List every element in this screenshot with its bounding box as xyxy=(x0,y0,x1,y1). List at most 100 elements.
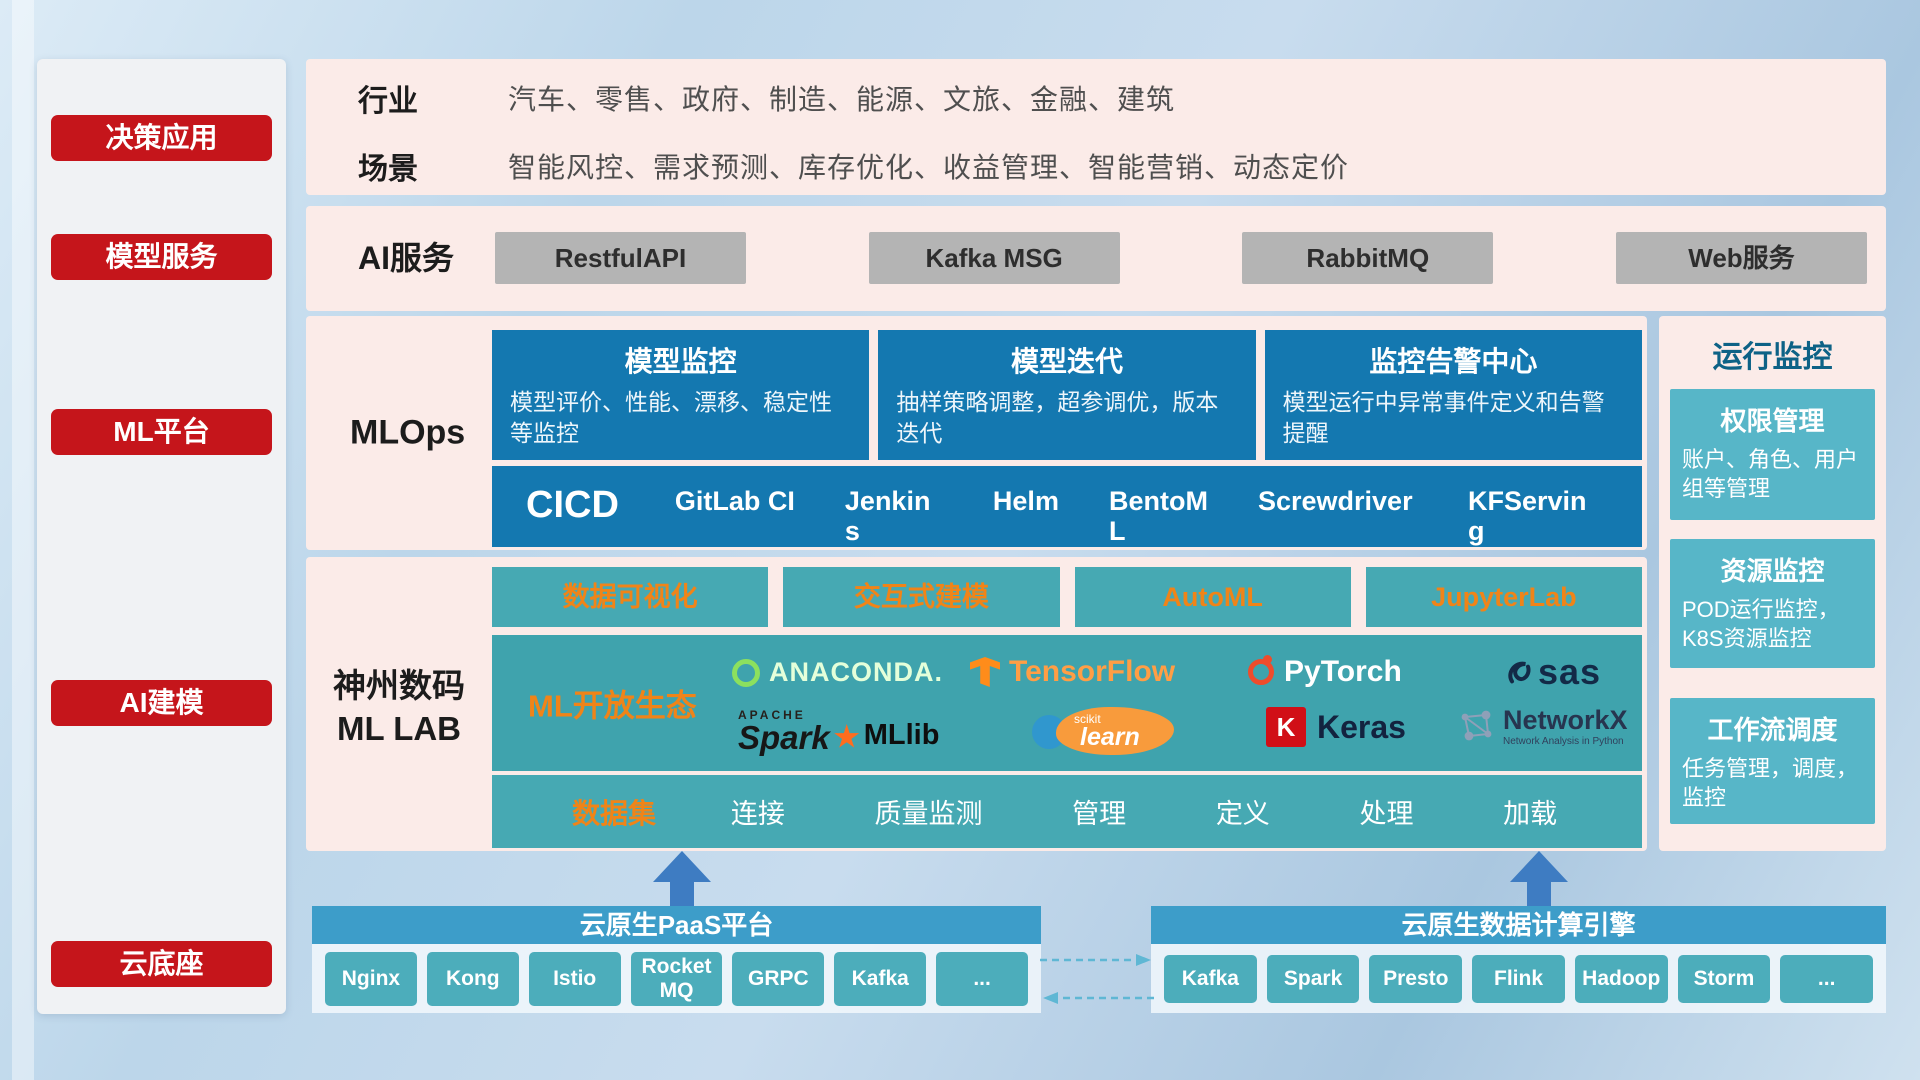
sas-logo: sas xyxy=(1504,651,1601,693)
tool-interactive-modeling: 交互式建模 xyxy=(783,567,1060,627)
sidebar-item-ml-platform: ML平台 xyxy=(51,409,272,455)
paas-grpc: GRPC xyxy=(732,951,825,1006)
cicd-gitlab-ci: GitLab CI xyxy=(674,486,795,516)
anaconda-text: ANACONDA. xyxy=(769,657,943,687)
anaconda-icon xyxy=(732,658,760,687)
scikit-learn-logo: scikit learn xyxy=(1032,705,1190,757)
tool-data-visualization: 数据可视化 xyxy=(492,567,769,627)
sidebar-item-cloud-base: 云底座 xyxy=(51,941,272,987)
engine-more: ... xyxy=(1780,954,1874,1003)
dataset-bar: 数据集 连接 质量监测 管理 定义 处理 加载 xyxy=(492,775,1642,848)
cicd-screwdriver: Screwdriver xyxy=(1257,486,1413,516)
dataset-load: 加载 xyxy=(1503,799,1558,829)
sas-text: sas xyxy=(1538,651,1602,692)
workflow-body: 任务管理，调度，监控 xyxy=(1682,756,1859,811)
paas-istio: Istio xyxy=(528,951,621,1006)
data-engine-section: 云原生数据计算引擎 Kafka Spark Presto Flink Hadoo… xyxy=(1151,906,1886,1013)
model-iteration-body: 抽样策略调整，超参调优，版本迭代 xyxy=(896,389,1219,447)
model-monitor-card: 模型监控 模型评价、性能、漂移、稳定性等监控 xyxy=(492,330,870,460)
cicd-items: GitLab CI Jenkins Helm BentoML Screwdriv… xyxy=(675,486,1642,546)
paas-nginx: Nginx xyxy=(325,951,417,1006)
dataset-process: 处理 xyxy=(1359,799,1414,829)
dataset-items: 连接 质量监测 管理 定义 处理 加载 xyxy=(656,792,1642,831)
ml-lab-label-line1: 神州数码 xyxy=(333,667,465,704)
dataset-connect: 连接 xyxy=(730,799,785,829)
permission-body: 账户、角色、用户组等管理 xyxy=(1682,447,1859,502)
workflow-card: 工作流调度 任务管理，调度，监控 xyxy=(1670,698,1875,824)
ai-service-buttons: RestfulAPI Kafka MSG RabbitMQ Web服务 xyxy=(495,232,1867,284)
tensorflow-logo: TensorFlow xyxy=(970,655,1175,689)
networkx-text: NetworkX xyxy=(1503,705,1628,735)
alert-center-title: 监控告警中心 xyxy=(1369,346,1538,377)
resource-monitor-card: 资源监控 POD运行监控，K8S资源监控 xyxy=(1670,539,1875,668)
resource-monitor-body: POD运行监控，K8S资源监控 xyxy=(1682,597,1840,652)
pytorch-icon xyxy=(1248,655,1274,685)
paas-rocketmq: RocketMQ xyxy=(630,951,723,1006)
dataset-label: 数据集 xyxy=(572,797,657,829)
ml-lab-panel: 神州数码 ML LAB 数据可视化 交互式建模 AutoML JupyterLa… xyxy=(306,557,1647,851)
ai-service-kafka-msg: Kafka MSG xyxy=(868,232,1120,284)
cicd-bar: CICD GitLab CI Jenkins Helm BentoML Scre… xyxy=(492,466,1642,547)
keras-logo: K Keras xyxy=(1266,707,1406,747)
left-decor-strip xyxy=(12,0,34,1080)
keras-icon: K xyxy=(1266,707,1306,747)
dataset-quality: 质量监测 xyxy=(874,799,983,829)
cicd-kfserving: KFServing xyxy=(1468,486,1587,547)
paas-more: ... xyxy=(936,951,1029,1006)
cicd-helm: Helm xyxy=(992,486,1059,516)
ai-service-label: AI服务 xyxy=(358,240,455,276)
tool-automl: AutoML xyxy=(1074,567,1351,627)
cicd-title: CICD xyxy=(526,484,619,526)
keras-text: Keras xyxy=(1317,708,1406,745)
ml-lab-label-line2: ML LAB xyxy=(336,709,462,747)
data-engine-up-arrow xyxy=(1510,851,1568,906)
industry-list: 汽车、零售、政府、制造、能源、文旅、金融、建筑 xyxy=(508,84,1176,115)
spark-text: Spark xyxy=(738,719,830,756)
permission-card: 权限管理 账户、角色、用户组等管理 xyxy=(1670,389,1875,520)
pytorch-logo: PyTorch xyxy=(1248,655,1402,689)
scikit-blob-icon xyxy=(1056,707,1174,755)
cloud-link-arrows xyxy=(1040,954,1154,1004)
runtime-monitor-panel: 运行监控 权限管理 账户、角色、用户组等管理 资源监控 POD运行监控，K8S资… xyxy=(1659,316,1886,851)
paas-kong: Kong xyxy=(426,951,519,1006)
pytorch-text: PyTorch xyxy=(1284,655,1402,688)
spark-apache-text: APACHE xyxy=(738,708,806,722)
anaconda-logo: ANACONDA. xyxy=(732,657,943,688)
runtime-monitor-title: 运行监控 xyxy=(1712,341,1833,374)
engine-storm: Storm xyxy=(1677,954,1771,1003)
engine-flink: Flink xyxy=(1472,954,1565,1003)
industry-label: 行业 xyxy=(358,85,418,118)
cicd-jenkins: Jenkins xyxy=(844,486,931,547)
paas-kafka: Kafka xyxy=(834,951,927,1006)
engine-hadoop: Hadoop xyxy=(1574,954,1668,1003)
alert-center-body: 模型运行中异常事件定义和告警提醒 xyxy=(1282,389,1605,447)
mllib-text: MLlib xyxy=(863,719,940,751)
sidebar-item-ai-modeling: AI建模 xyxy=(51,680,272,726)
scikit-top-text: scikit xyxy=(1074,712,1101,726)
dataset-manage: 管理 xyxy=(1072,799,1127,829)
paas-up-arrow xyxy=(653,851,711,906)
engine-kafka: Kafka xyxy=(1164,954,1257,1003)
sidebar-item-decision-apps: 决策应用 xyxy=(51,115,272,161)
mlops-panel: MLOps 模型监控 模型评价、性能、漂移、稳定性等监控 模型迭代 抽样策略调整… xyxy=(306,316,1647,550)
ml-ecosystem-box: ML开放生态 ANACONDA. TensorFlow PyTorch sas xyxy=(492,635,1642,771)
paas-title: 云原生PaaS平台 xyxy=(312,906,1041,944)
paas-section: 云原生PaaS平台 Nginx Kong Istio RocketMQ GRPC… xyxy=(312,906,1041,1013)
mlops-label: MLOps xyxy=(350,413,466,452)
model-monitor-title: 模型监控 xyxy=(624,346,737,377)
workflow-title: 工作流调度 xyxy=(1707,715,1838,745)
cicd-bentoml: BentoML xyxy=(1108,486,1208,547)
scikit-learn-text: learn xyxy=(1080,723,1140,751)
ml-ecosystem-label: ML开放生态 xyxy=(528,688,697,724)
networkx-logo: NetworkX Network Analysis in Python xyxy=(1458,705,1628,748)
sidebar-item-model-service: 模型服务 xyxy=(51,234,272,280)
tool-jupyterlab: JupyterLab xyxy=(1365,567,1642,627)
ml-lab-label: 神州数码 ML LAB xyxy=(306,665,492,751)
spark-mllib-logo: APACHE Spark MLlib xyxy=(738,709,939,754)
dataset-define: 定义 xyxy=(1215,799,1270,829)
data-engine-title: 云原生数据计算引擎 xyxy=(1151,906,1886,944)
scene-list: 智能风控、需求预测、库存优化、收益管理、智能营销、动态定价 xyxy=(508,152,1350,183)
alert-center-card: 监控告警中心 模型运行中异常事件定义和告警提醒 xyxy=(1264,330,1642,460)
model-iteration-card: 模型迭代 抽样策略调整，超参调优，版本迭代 xyxy=(878,330,1256,460)
